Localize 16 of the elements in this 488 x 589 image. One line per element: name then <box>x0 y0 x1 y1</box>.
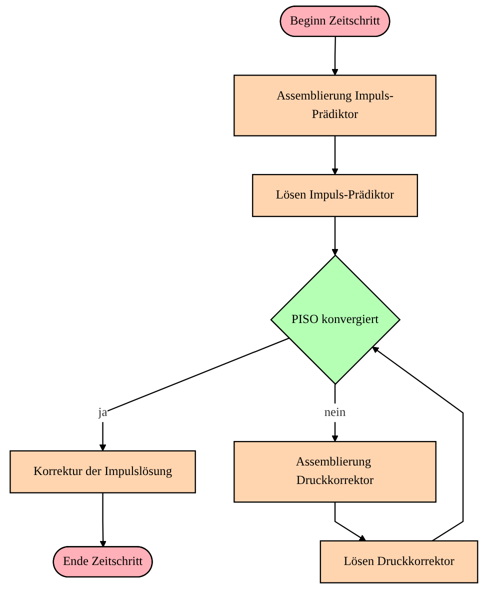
node-box: Assemblierung Druckkorrektor <box>234 440 437 503</box>
node-box: Lösen Druckkorrektor <box>320 540 478 584</box>
arrow <box>99 338 290 452</box>
arrow <box>372 346 464 542</box>
node-box: Assemblierung Impuls-Prädiktor <box>234 74 437 136</box>
node-box: Lösen Impuls-Prädiktor <box>252 174 418 218</box>
node-box: Korrektur der Impulslösung <box>10 450 196 494</box>
arrow <box>332 136 338 175</box>
edge-label: nein <box>324 406 346 420</box>
arrow <box>332 216 338 256</box>
arrow <box>332 384 338 442</box>
arrow <box>332 36 338 76</box>
arrow <box>100 492 107 548</box>
arrow <box>334 502 366 542</box>
edge-label: ja <box>98 406 108 420</box>
node-diamond: PISO konvergiert <box>270 254 401 385</box>
